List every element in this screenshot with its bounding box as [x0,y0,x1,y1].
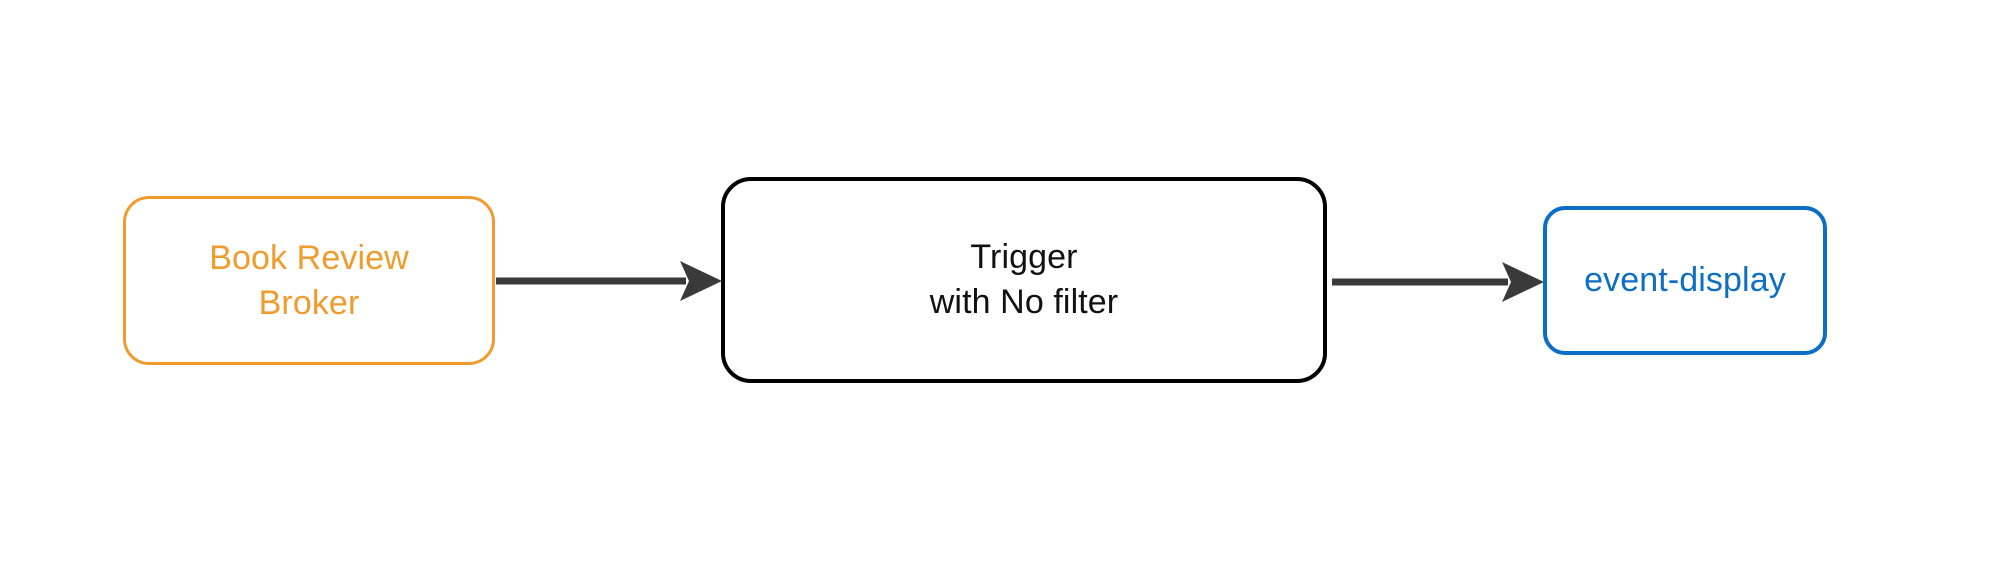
node-event-display[interactable]: event-display [1543,206,1827,355]
node-trigger-label: Trigger with No filter [929,238,1119,321]
edge-trigger-to-sink [1332,262,1544,302]
edge-broker-to-trigger-arrowhead-icon [680,261,722,301]
edge-broker-to-trigger [496,261,722,301]
edge-trigger-to-sink-arrowhead-icon [1502,262,1544,302]
node-sink-label: event-display [1584,261,1786,300]
node-broker-label: Book Review Broker [209,238,409,322]
node-trigger[interactable]: Trigger with No filter [721,177,1327,383]
node-book-review-broker[interactable]: Book Review Broker [123,196,495,365]
